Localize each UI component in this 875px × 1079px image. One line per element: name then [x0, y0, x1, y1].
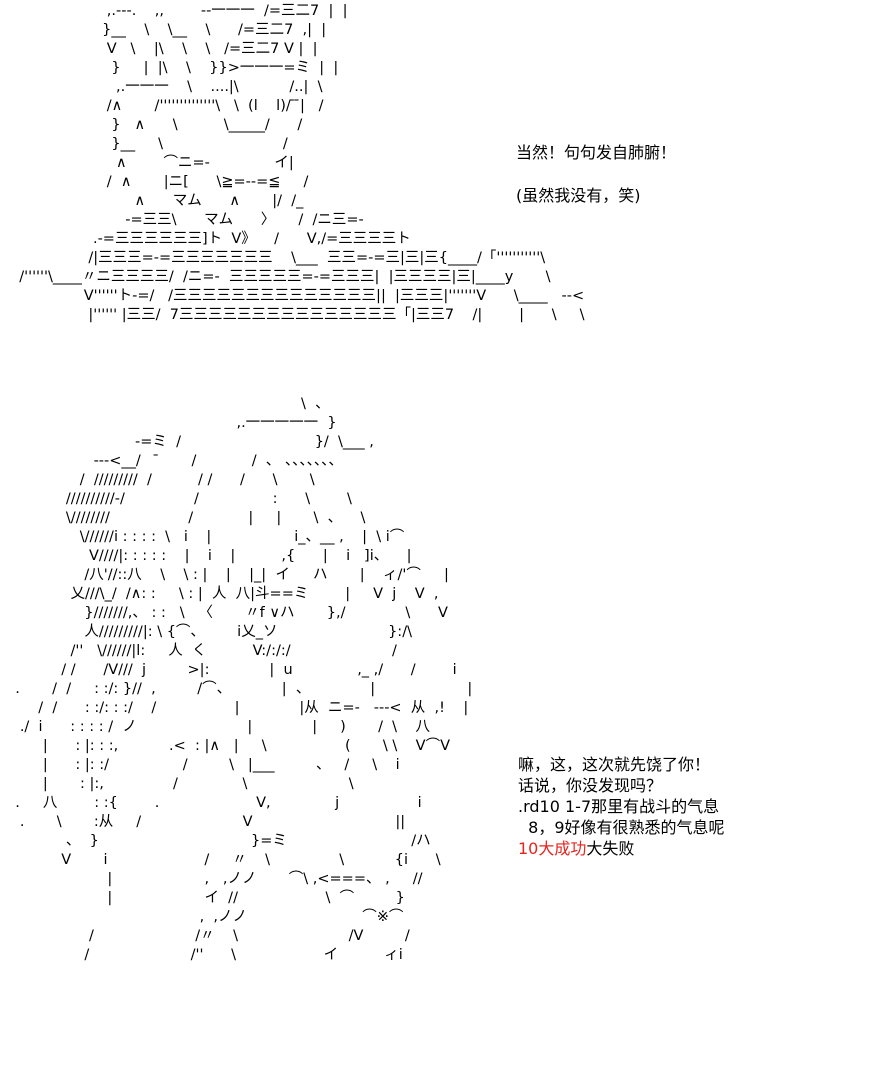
bottom-caption-line-3: .rd10 1-7那里有战斗的气息: [518, 797, 720, 816]
ascii-art-bottom: \ 、 ,.一一一一一 } -=ミ / }/ \___ , ---<__/ ̄ …: [15, 396, 473, 963]
bottom-caption-line-2: 话说，你没发现吗？: [518, 776, 663, 795]
top-caption: 当然！句句发自肺腑！ (虽然我没有，笑): [516, 142, 676, 206]
failure-roll-text: 大失败: [586, 839, 635, 858]
success-roll-text: 10大成功: [518, 839, 587, 858]
top-caption-line-2: (虽然我没有，笑): [516, 186, 641, 205]
bottom-caption-line-5: 10大成功大失败: [518, 838, 725, 859]
bottom-caption: 嘛，这，这次就先饶了你！ 话说，你没发现吗？ .rd10 1-7那里有战斗的气息…: [518, 754, 725, 859]
bottom-caption-line-1: 嘛，这，这次就先饶了你！: [518, 755, 711, 774]
top-caption-line-1: 当然！句句发自肺腑！: [516, 143, 677, 162]
ascii-art-top: ,.---. ,, --一一一 /=三二7 | | }__ \ \__ \ /=…: [19, 3, 585, 323]
bottom-caption-line-4: 8，9好像有很熟悉的气息呢: [518, 818, 725, 837]
